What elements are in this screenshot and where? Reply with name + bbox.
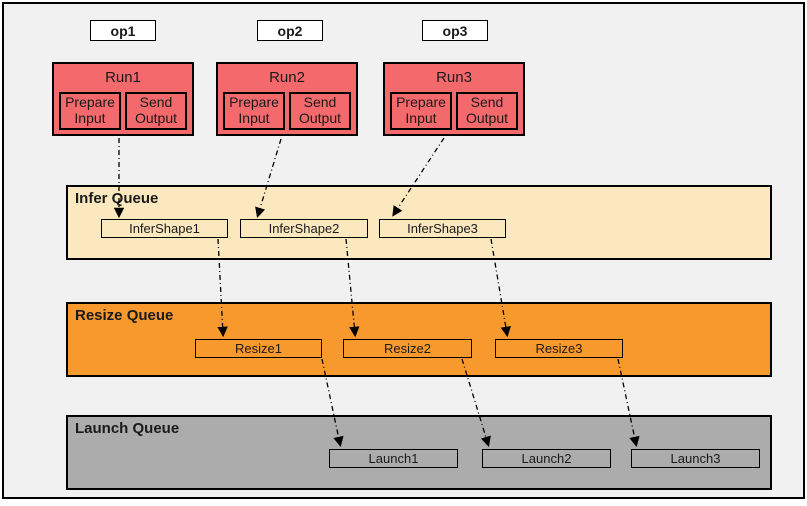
op2-box: op2 <box>257 20 323 41</box>
resize2-box: Resize2 <box>343 339 472 358</box>
op1-label: op1 <box>110 22 136 39</box>
run3-block: Run3 Prepare Input Send Output <box>383 62 525 136</box>
run1-send-output-box: Send Output <box>125 92 187 130</box>
launch-queue-title: Launch Queue <box>75 420 180 437</box>
op3-label: op3 <box>442 22 468 39</box>
run3-task-row: Prepare Input Send Output <box>385 92 523 130</box>
op2-label: op2 <box>277 22 303 39</box>
launch-queue: Launch Queue Launch1 Launch2 Launch3 <box>66 415 772 490</box>
run1-title: Run1 <box>105 69 141 86</box>
resize3-box: Resize3 <box>495 339 623 358</box>
run3-title: Run3 <box>436 69 472 86</box>
run2-task-row: Prepare Input Send Output <box>218 92 356 130</box>
run3-prepare-input-box: Prepare Input <box>390 92 452 130</box>
infershape1-box: InferShape1 <box>101 219 228 238</box>
resize1-box: Resize1 <box>195 339 322 358</box>
op3-box: op3 <box>422 20 488 41</box>
run1-task-row: Prepare Input Send Output <box>54 92 192 130</box>
resize-queue-title: Resize Queue <box>75 307 174 324</box>
run2-block: Run2 Prepare Input Send Output <box>216 62 358 136</box>
infershape2-box: InferShape2 <box>240 219 368 238</box>
launch3-box: Launch3 <box>631 449 760 468</box>
infer-queue: Infer Queue InferShape1 InferShape2 Infe… <box>66 185 772 260</box>
run1-block: Run1 Prepare Input Send Output <box>52 62 194 136</box>
resize-queue: Resize Queue Resize1 Resize2 Resize3 <box>66 302 772 377</box>
infershape3-box: InferShape3 <box>379 219 506 238</box>
run3-send-output-box: Send Output <box>456 92 518 130</box>
infer-queue-title: Infer Queue <box>75 190 159 207</box>
op1-box: op1 <box>90 20 156 41</box>
launch2-box: Launch2 <box>482 449 611 468</box>
run2-title: Run2 <box>269 69 305 86</box>
run2-send-output-box: Send Output <box>289 92 351 130</box>
launch1-box: Launch1 <box>329 449 458 468</box>
run1-prepare-input-box: Prepare Input <box>59 92 121 130</box>
run2-prepare-input-box: Prepare Input <box>223 92 285 130</box>
